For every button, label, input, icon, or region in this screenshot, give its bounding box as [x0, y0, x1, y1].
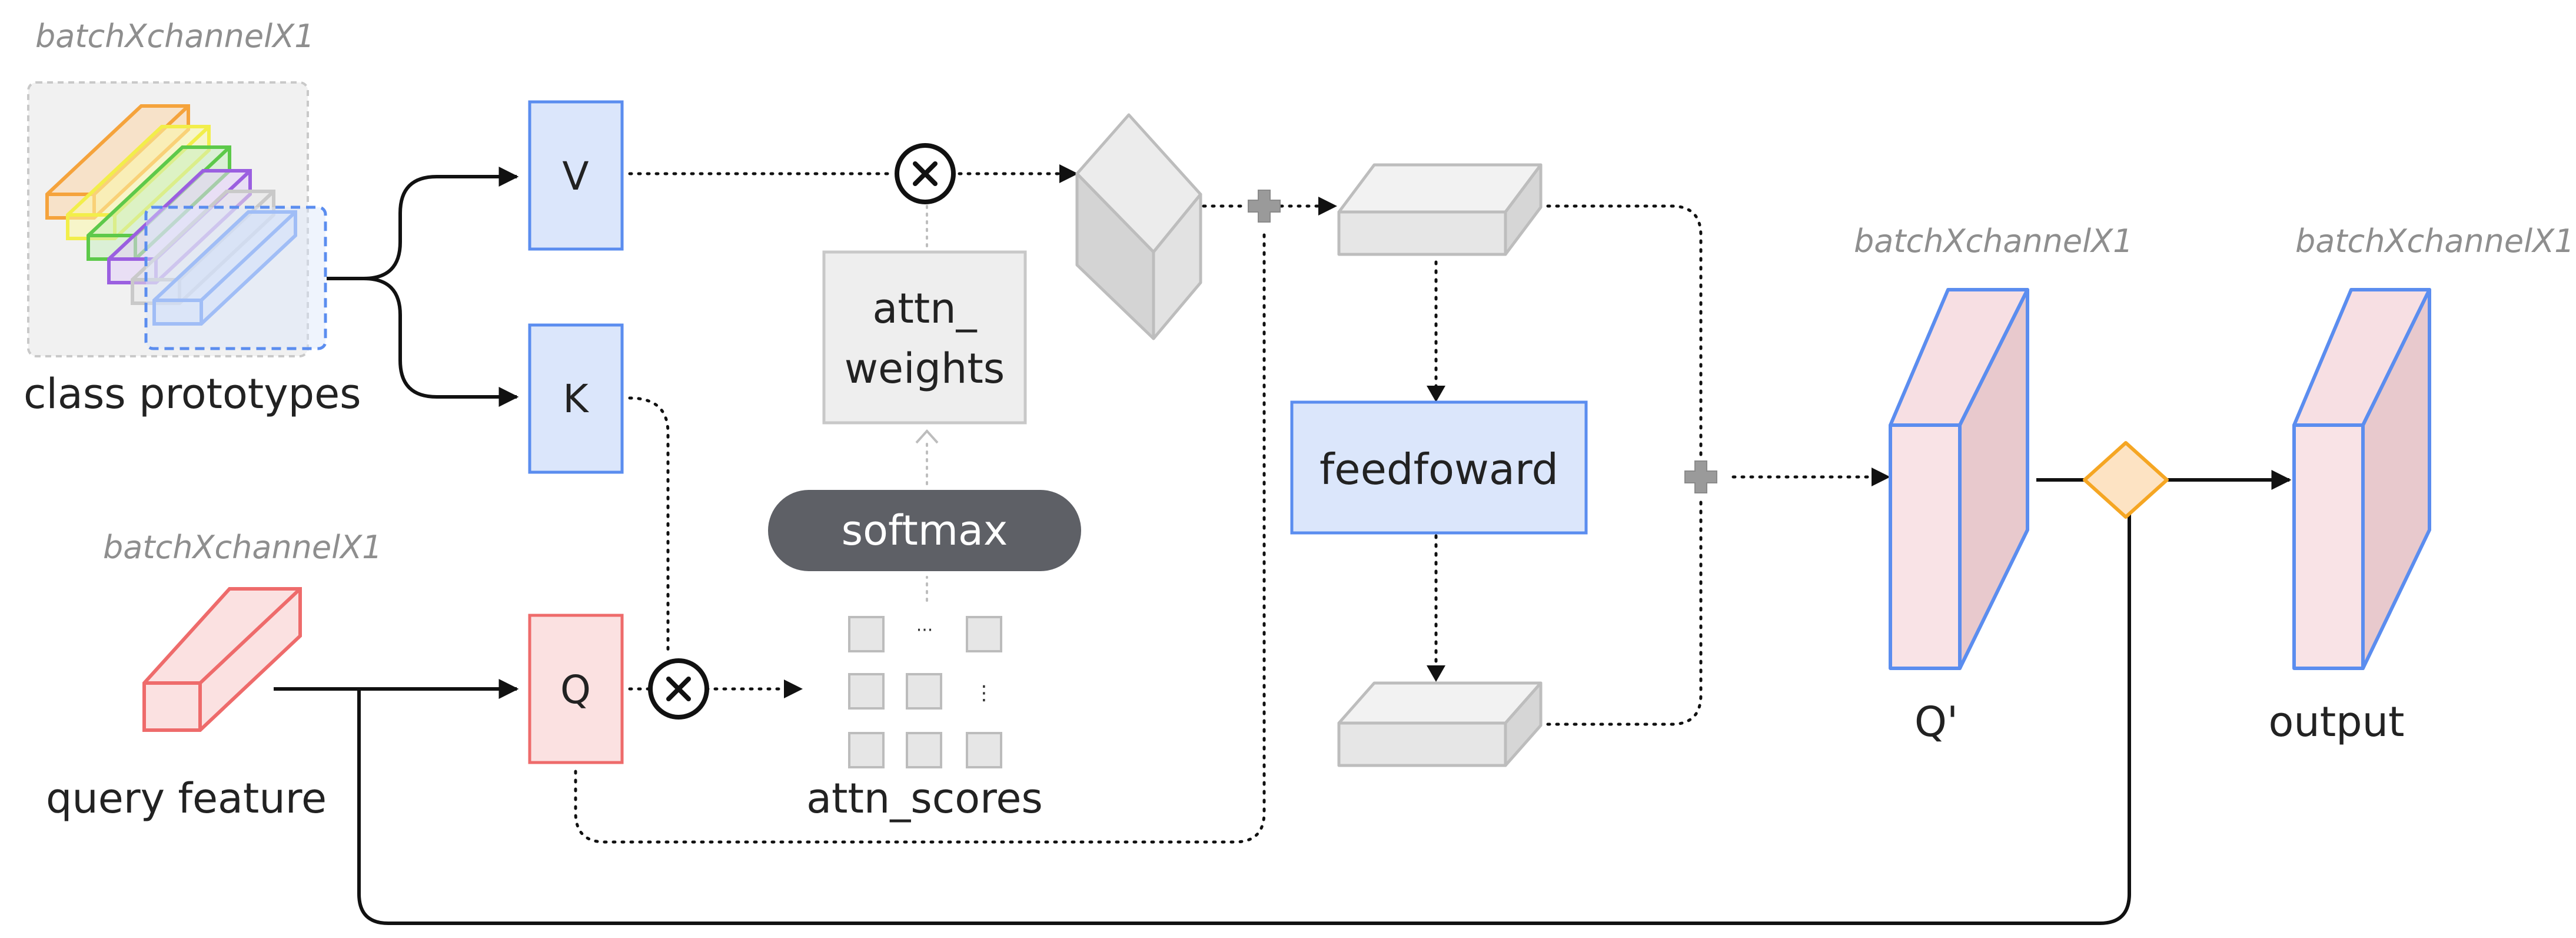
v-box: V [528, 100, 624, 251]
dim-label-qprime: batchXchannelX1 [1854, 223, 2133, 260]
dim-label-prototypes: batchXchannelX1 [35, 18, 314, 55]
grid-ellipsis-h: ··· [916, 620, 933, 641]
dotted-arrowheads [784, 164, 1890, 698]
query-feature-label: query feature [46, 774, 327, 823]
prototype-blue [152, 210, 297, 326]
circle-times-icon [895, 143, 956, 204]
top-box-to-right-add-line [1546, 204, 1703, 460]
grid-ellipsis-v: ⋮ [974, 681, 994, 705]
plus-icon [1248, 190, 1281, 223]
svg-text:feedfoward: feedfoward [1319, 445, 1558, 494]
q-to-add-line [574, 228, 1266, 844]
dim-label-query: batchXchannelX1 [103, 529, 382, 566]
svg-text:attn_: attn_ [872, 284, 977, 333]
class-prototypes-label: class prototypes [24, 370, 361, 418]
attention-output-prism [1075, 113, 1202, 340]
feedforward-box: feedfoward [1290, 400, 1588, 535]
solid-connectors [274, 167, 2292, 925]
norm-block-bottom [1337, 681, 1543, 767]
output-tensor [2292, 288, 2431, 670]
svg-text:softmax: softmax [842, 506, 1008, 555]
dotted-connectors [574, 172, 1879, 844]
dim-label-output: batchXchannelX1 [2295, 223, 2574, 260]
plus-icon [1684, 460, 1717, 493]
attn-scores-label: attn_scores [806, 774, 1043, 823]
query-feature-block [142, 587, 302, 732]
k-to-mult-line [628, 396, 670, 652]
svg-text:V: V [562, 154, 589, 199]
q-prime-label: Q' [1914, 698, 1958, 746]
q-box: Q [528, 614, 624, 764]
bottom-box-to-right-add-line [1546, 494, 1703, 726]
residual-skip-line [357, 512, 2131, 925]
q-prime-tensor [1889, 288, 2029, 670]
prototype-stack [45, 104, 297, 326]
svg-text:Q: Q [560, 667, 591, 712]
attn-scores-grid [848, 616, 1002, 768]
softmax-pill: softmax [768, 490, 1081, 571]
prototype-selection [144, 206, 327, 350]
diamond-icon [2083, 441, 2169, 519]
output-label: output [2269, 698, 2405, 746]
circle-times-icon [648, 658, 709, 720]
gray-arrowhead [915, 429, 939, 444]
norm-block-top [1337, 163, 1543, 256]
svg-text:weights: weights [845, 344, 1005, 393]
attn-weights-box: attn_ weights [822, 250, 1027, 425]
svg-text:K: K [563, 376, 589, 422]
proto-to-v-k-line [327, 167, 519, 280]
k-box: K [528, 323, 624, 474]
